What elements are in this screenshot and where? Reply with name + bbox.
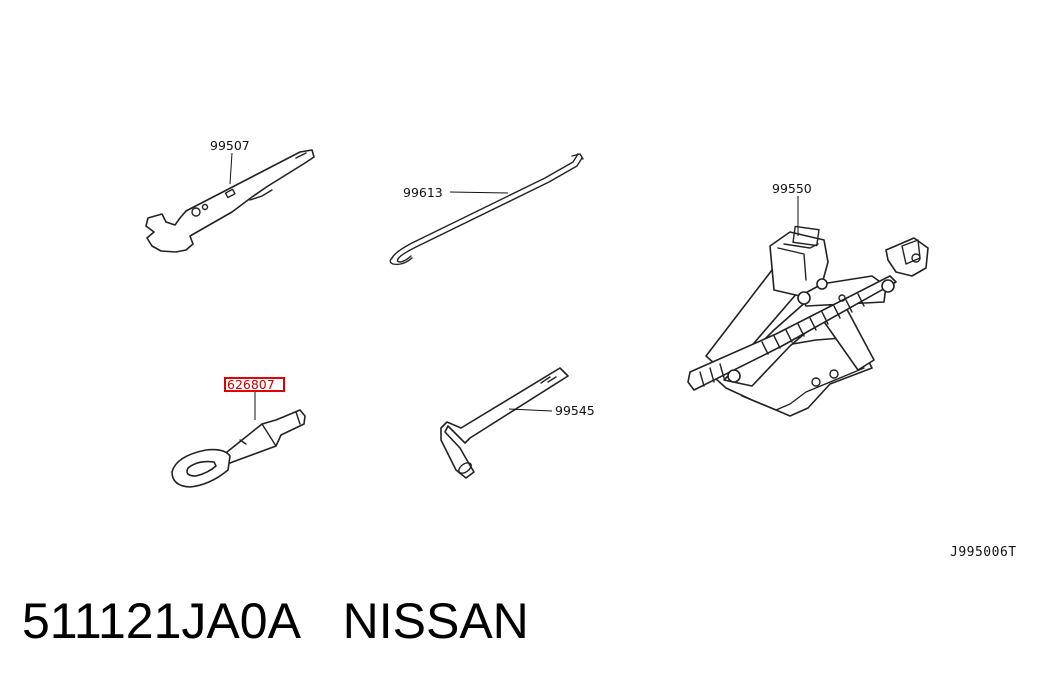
- leader-99545: [508, 408, 553, 412]
- callout-99507: 99507: [210, 138, 250, 153]
- part-number: 511121JA0A: [22, 593, 301, 649]
- tow-hook-626807-illustration: [171, 409, 306, 488]
- part-info-line: 511121JA0A NISSAN: [22, 596, 529, 646]
- diagram-reference-code: J995006T: [950, 545, 1017, 560]
- wrench-99507-illustration: [145, 149, 315, 253]
- leader-99613: [449, 191, 509, 194]
- lug-wrench-99545-illustration: [440, 367, 569, 479]
- leader-99507: [229, 152, 233, 185]
- callout-99545: 99545: [555, 403, 595, 418]
- brand-name: NISSAN: [342, 593, 529, 649]
- hook-rod-99613-illustration: [389, 153, 584, 266]
- callout-626807: 626807: [227, 377, 275, 392]
- jack-99550-illustration: [687, 225, 929, 417]
- callout-99613: 99613: [403, 185, 443, 200]
- callout-99550: 99550: [772, 181, 812, 196]
- highlight-box-626807: [224, 377, 285, 392]
